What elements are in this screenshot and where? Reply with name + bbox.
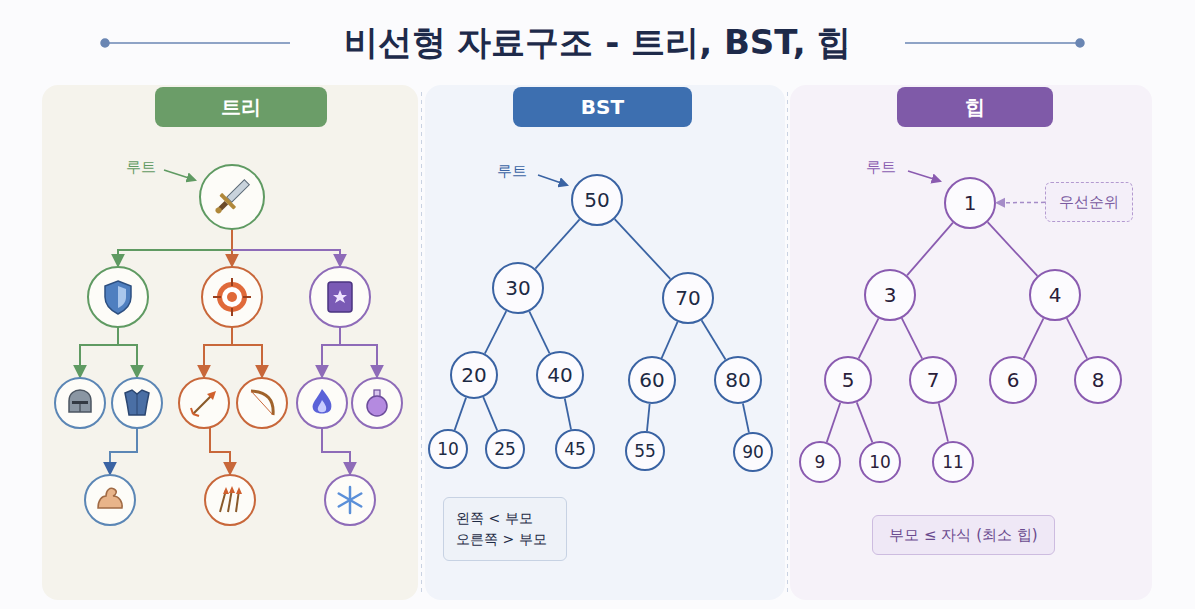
node-value: 5 — [842, 368, 855, 392]
node-value: 1 — [964, 191, 977, 215]
tree-node-circle: 7 — [909, 356, 957, 404]
node-circle — [663, 273, 713, 323]
panel-header: BST — [513, 87, 692, 127]
tree-node-circle: 80 — [714, 356, 762, 404]
tree-node-circle: 20 — [450, 351, 498, 399]
tree-node-circle: 30 — [492, 262, 544, 314]
tree-node-circle: 45 — [555, 429, 595, 469]
tree-node-circle: 70 — [662, 272, 714, 324]
node-circle — [910, 357, 956, 403]
tree-node-circle: 6 — [989, 356, 1037, 404]
node-value: 9 — [815, 452, 826, 472]
node-value: 4 — [1049, 283, 1062, 307]
node-value: 40 — [547, 363, 572, 387]
node-value: 30 — [505, 276, 530, 300]
tree-node-circle: 3 — [864, 269, 916, 321]
node-value: 50 — [584, 188, 609, 212]
tree-node-circle: 40 — [536, 351, 584, 399]
note-text: 왼쪽 < 부모 — [456, 508, 533, 529]
node-value: 8 — [1092, 368, 1105, 392]
node-value: 10 — [437, 439, 459, 459]
tree-node-circle: 8 — [1074, 356, 1122, 404]
node-circle — [734, 433, 772, 471]
node-circle — [493, 263, 543, 313]
node-circle — [860, 442, 900, 482]
node-circle — [715, 357, 761, 403]
node-circle — [1075, 357, 1121, 403]
tree-node-circle: 25 — [485, 429, 525, 469]
node-circle — [451, 352, 497, 398]
panel: 우선순위 1 3 4 5 7 6 8 9 10 11 부모 ≤ 자식 (최소 힙) 힙 — [790, 85, 1152, 600]
node-circle — [556, 430, 594, 468]
tree-node-circle: 1 — [944, 177, 996, 229]
node-circle — [429, 430, 467, 468]
tree-node-circle: 4 — [1029, 269, 1081, 321]
note-text: 부모 ≤ 자식 (최소 힙) — [889, 524, 1037, 547]
node-value: 55 — [634, 441, 656, 461]
note-box: 우선순위 — [1045, 182, 1133, 222]
tree-node-circle: 5 — [824, 356, 872, 404]
node-value: 11 — [942, 452, 964, 472]
tree-node-circle: 55 — [625, 431, 665, 471]
root-label: 루트 — [126, 158, 156, 177]
panel: 50 30 70 20 40 60 80 10 25 45 55 90 왼쪽 < 부모오른쪽 > 부모 B… — [425, 85, 785, 600]
diagram-title: 비선형 자료구조 - 트리, BST, 힙 — [0, 20, 1195, 64]
node-circle — [825, 357, 871, 403]
note-box: 부모 ≤ 자식 (최소 힙) — [872, 515, 1055, 555]
node-value: 90 — [742, 442, 764, 462]
tree-node-circle: 10 — [859, 441, 901, 483]
note-text: 오른쪽 > 부모 — [456, 529, 547, 550]
node-circle — [800, 442, 840, 482]
node-value: 70 — [675, 286, 700, 310]
tree-node-circle: 10 — [428, 429, 468, 469]
root-label: 루트 — [866, 158, 896, 177]
node-circle — [945, 178, 995, 228]
tree-node-circle: 60 — [628, 356, 676, 404]
root-label: 루트 — [497, 162, 527, 181]
node-circle — [933, 442, 973, 482]
node-value: 20 — [461, 363, 486, 387]
node-circle — [626, 432, 664, 470]
node-value: 3 — [884, 283, 897, 307]
panel-header: 힙 — [897, 87, 1053, 127]
note-box: 왼쪽 < 부모오른쪽 > 부모 — [443, 497, 567, 561]
node-value: 60 — [639, 368, 664, 392]
node-circle — [1030, 270, 1080, 320]
tree-node-circle: 11 — [932, 441, 974, 483]
panel: 트리 — [42, 85, 418, 600]
node-circle — [486, 430, 524, 468]
note-text: 우선순위 — [1059, 191, 1119, 214]
node-value: 7 — [927, 368, 940, 392]
node-value: 6 — [1007, 368, 1020, 392]
tree-node-circle: 50 — [571, 174, 623, 226]
tree-node-circle: 90 — [733, 432, 773, 472]
node-circle — [629, 357, 675, 403]
tree-node-circle: 9 — [799, 441, 841, 483]
node-circle — [572, 175, 622, 225]
node-circle — [865, 270, 915, 320]
node-value: 80 — [725, 368, 750, 392]
node-circle — [990, 357, 1036, 403]
panel-header: 트리 — [155, 87, 327, 127]
node-value: 45 — [564, 439, 586, 459]
node-value: 10 — [869, 452, 891, 472]
node-value: 25 — [494, 439, 516, 459]
node-circle — [537, 352, 583, 398]
